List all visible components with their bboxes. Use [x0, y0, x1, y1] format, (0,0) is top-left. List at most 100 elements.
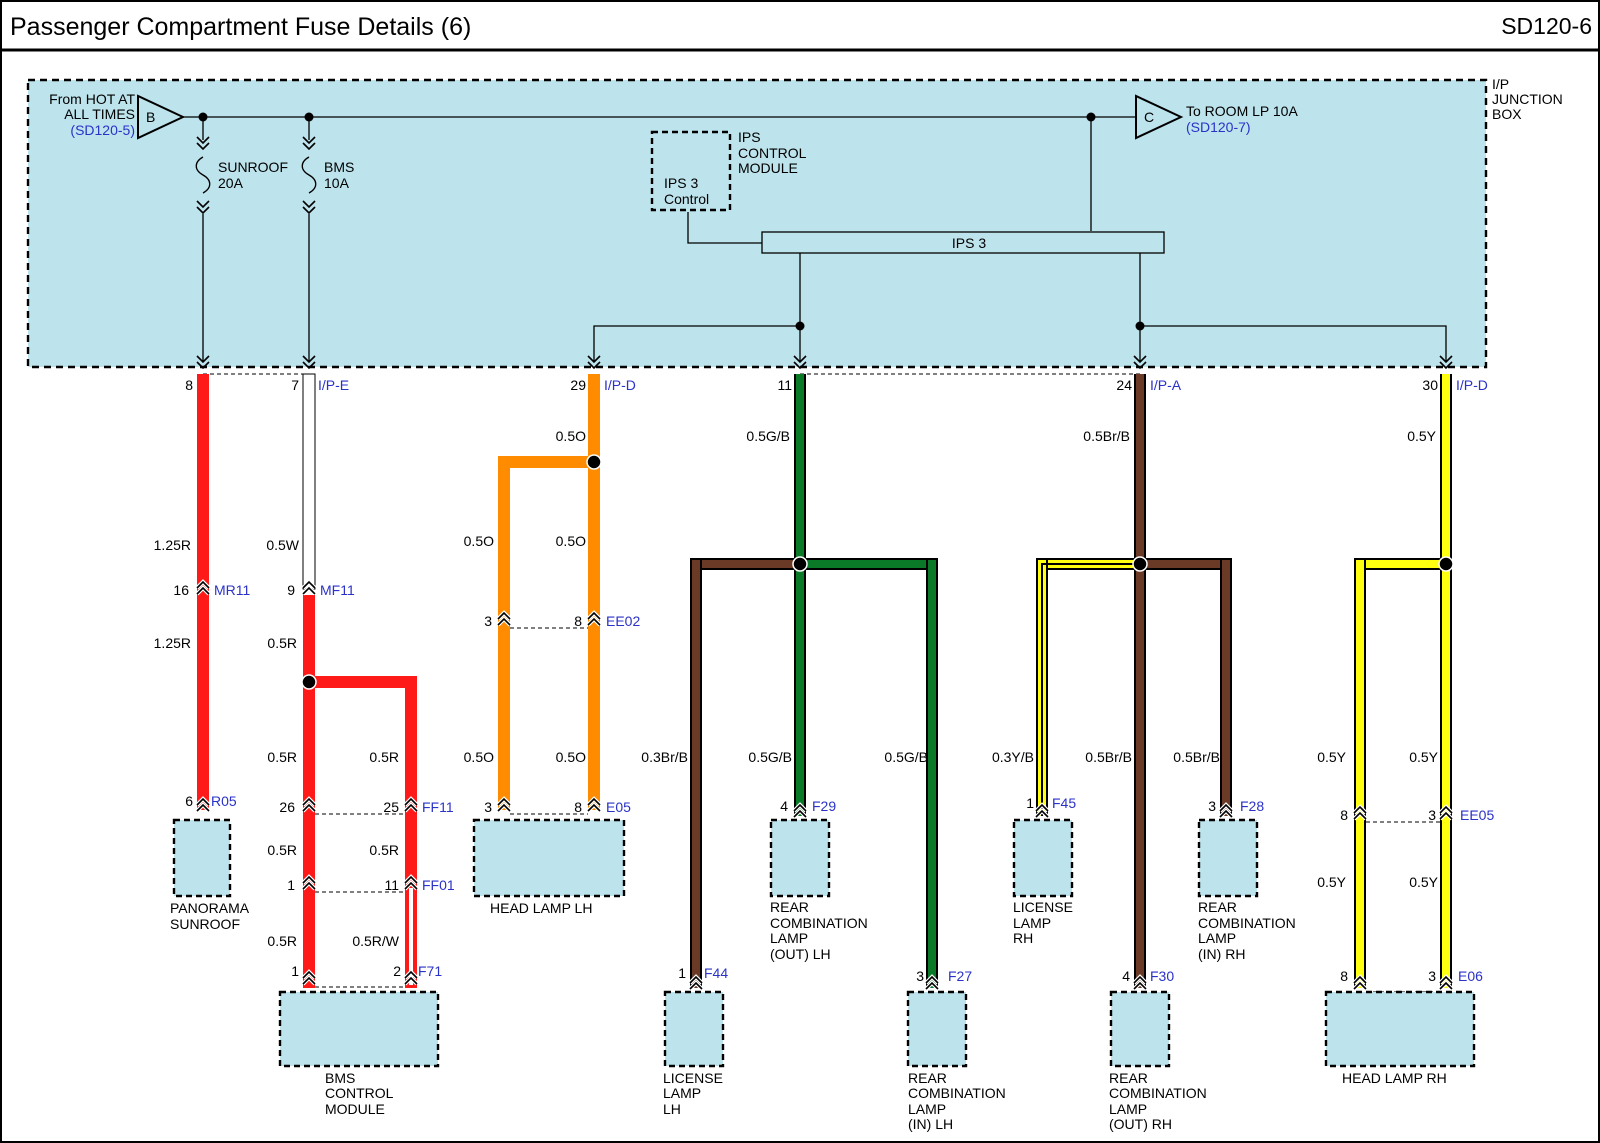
svg-text:(SD120-5): (SD120-5) — [70, 122, 135, 138]
svg-text:1.25R: 1.25R — [154, 635, 191, 651]
component-license-lamp-lh: LICENSE LAMP LH — [663, 990, 725, 1117]
svg-text:REAR: REAR — [770, 899, 809, 915]
wire-headlamp-rh-yellow — [1354, 374, 1452, 988]
svg-text:HEAD LAMP LH: HEAD LAMP LH — [490, 900, 592, 916]
svg-text:IPS 3: IPS 3 — [664, 175, 698, 191]
svg-text:0.5R: 0.5R — [267, 842, 297, 858]
svg-text:0.5G/B: 0.5G/B — [884, 749, 928, 765]
svg-text:R05: R05 — [211, 793, 237, 809]
connector-ids: I/P-E I/P-D I/P-A I/P-D MR11 MF11 EE02 R… — [211, 377, 1494, 984]
svg-text:0.5R: 0.5R — [369, 749, 399, 765]
svg-text:0.5Y: 0.5Y — [1409, 874, 1438, 890]
junction-box — [26, 78, 1488, 369]
svg-text:BMS: BMS — [324, 159, 354, 175]
svg-text:IPS: IPS — [738, 129, 761, 145]
svg-text:ALL TIMES: ALL TIMES — [64, 106, 135, 122]
svg-text:0.5O: 0.5O — [556, 428, 586, 444]
svg-text:F44: F44 — [704, 965, 728, 981]
svg-text:JUNCTION: JUNCTION — [1492, 91, 1563, 107]
svg-text:F27: F27 — [948, 968, 972, 984]
svg-text:0.5W: 0.5W — [266, 537, 299, 553]
fuse-sunroof: SUNROOF 20A — [195, 136, 288, 214]
svg-text:16: 16 — [173, 582, 189, 598]
svg-text:3: 3 — [916, 968, 924, 984]
svg-text:F71: F71 — [418, 963, 442, 979]
svg-text:LAMP: LAMP — [1013, 915, 1051, 931]
svg-text:COMBINATION: COMBINATION — [1109, 1085, 1207, 1101]
svg-text:MODULE: MODULE — [325, 1101, 385, 1117]
svg-text:MF11: MF11 — [320, 582, 355, 598]
svg-text:1: 1 — [291, 963, 299, 979]
svg-text:LAMP: LAMP — [1198, 930, 1236, 946]
svg-text:EE05: EE05 — [1460, 807, 1494, 823]
svg-text:0.5O: 0.5O — [556, 533, 586, 549]
svg-text:REAR: REAR — [1109, 1070, 1148, 1086]
svg-text:To ROOM LP 10A: To ROOM LP 10A — [1186, 103, 1298, 119]
fuse-bms: BMS 10A — [301, 136, 354, 214]
svg-text:F29: F29 — [812, 798, 836, 814]
svg-text:3: 3 — [1208, 798, 1216, 814]
svg-text:FF01: FF01 — [422, 877, 455, 893]
svg-text:0.5R: 0.5R — [267, 933, 297, 949]
svg-text:8: 8 — [1340, 807, 1348, 823]
svg-text:0.3Y/B: 0.3Y/B — [992, 749, 1034, 765]
svg-text:E05: E05 — [606, 799, 631, 815]
svg-text:I/P-D: I/P-D — [1456, 377, 1488, 393]
svg-text:F28: F28 — [1240, 798, 1264, 814]
internal-wiring — [183, 116, 1447, 362]
svg-text:F30: F30 — [1150, 968, 1174, 984]
svg-text:From HOT AT: From HOT AT — [49, 91, 135, 107]
svg-text:1.25R: 1.25R — [154, 537, 191, 553]
svg-text:LAMP: LAMP — [770, 930, 808, 946]
svg-text:BOX: BOX — [1492, 106, 1522, 122]
source-b-connector: From HOT AT ALL TIMES (SD120-5) B — [49, 91, 186, 140]
svg-text:8: 8 — [185, 377, 193, 393]
svg-text:LAMP: LAMP — [1109, 1101, 1147, 1117]
svg-text:2: 2 — [393, 963, 401, 979]
svg-text:1: 1 — [678, 965, 686, 981]
ips3-bar: IPS 3 — [761, 231, 1165, 254]
svg-text:0.5R: 0.5R — [369, 842, 399, 858]
svg-text:11: 11 — [777, 377, 792, 393]
svg-text:3: 3 — [484, 799, 492, 815]
pin-numbers: 8 7 29 11 24 30 16 9 3 8 6 26 25 1 11 1 … — [173, 377, 1438, 984]
svg-text:MR11: MR11 — [214, 582, 251, 598]
svg-text:REAR: REAR — [908, 1070, 947, 1086]
svg-text:B: B — [146, 109, 155, 125]
svg-text:COMBINATION: COMBINATION — [1198, 915, 1296, 931]
svg-text:(OUT) RH: (OUT) RH — [1109, 1116, 1172, 1132]
svg-text:SUNROOF: SUNROOF — [218, 159, 288, 175]
svg-text:Control: Control — [664, 191, 709, 207]
svg-text:LICENSE: LICENSE — [1013, 899, 1073, 915]
component-head-lamp-rh: HEAD LAMP RH — [1324, 990, 1476, 1086]
svg-text:10A: 10A — [324, 175, 350, 191]
svg-text:IPS 3: IPS 3 — [952, 235, 986, 251]
svg-text:LAMP: LAMP — [908, 1101, 946, 1117]
wire-labels: 1.25R 1.25R 0.5W 0.5R 0.5R 0.5R 0.5R 0.5… — [154, 428, 1439, 949]
svg-text:I/P: I/P — [1492, 76, 1509, 92]
svg-text:1: 1 — [287, 877, 295, 893]
svg-text:1: 1 — [1026, 795, 1034, 811]
splice-dots — [301, 454, 1454, 690]
svg-text:CONTROL: CONTROL — [325, 1085, 394, 1101]
wire-sunroof-red — [197, 374, 209, 810]
svg-text:8: 8 — [574, 799, 582, 815]
wire-bms-red — [303, 595, 417, 988]
svg-text:I/P-A: I/P-A — [1150, 377, 1182, 393]
junction-dots — [198, 112, 1145, 331]
svg-text:LAMP: LAMP — [663, 1085, 701, 1101]
svg-text:LICENSE: LICENSE — [663, 1070, 723, 1086]
svg-text:3: 3 — [484, 613, 492, 629]
wire-license-rh-yellow — [1036, 558, 1146, 816]
wire-rcl-lh-green — [794, 374, 938, 988]
component-head-lamp-lh: HEAD LAMP LH — [472, 818, 626, 916]
svg-text:29: 29 — [570, 377, 586, 393]
svg-text:9: 9 — [287, 582, 295, 598]
junction-box-label: I/P JUNCTION BOX — [1492, 76, 1563, 122]
svg-text:7: 7 — [291, 377, 299, 393]
svg-text:(OUT) LH: (OUT) LH — [770, 946, 831, 962]
svg-text:0.5O: 0.5O — [556, 749, 586, 765]
wire-rh-brown — [1134, 374, 1232, 988]
